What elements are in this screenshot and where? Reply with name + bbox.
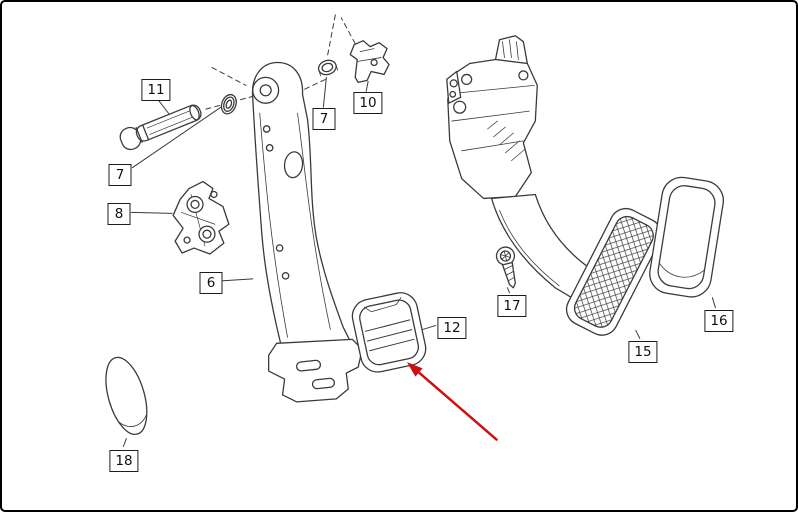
leader-line-17 [506, 287, 510, 294]
part-label-8[interactable]: 8 [107, 203, 131, 225]
assembly-axis-lines [205, 14, 356, 110]
part-10-retaining-clip [349, 40, 390, 84]
leader-lines [122, 76, 716, 447]
leader-line-8 [130, 211, 173, 214]
leader-line-7 [131, 106, 222, 169]
part-6-pedal-arm [251, 61, 363, 403]
part-label-7[interactable]: 7 [312, 108, 336, 130]
leader-line-18 [122, 438, 127, 447]
leader-line-12 [422, 324, 437, 330]
leader-line-11 [158, 100, 170, 115]
part-12-pedal-cap [351, 292, 427, 373]
part-label-6[interactable]: 6 [199, 272, 223, 294]
part-7-washer-top [317, 59, 339, 77]
part-label-15[interactable]: 15 [628, 341, 658, 363]
pointer-arrow-head [406, 362, 423, 377]
part-label-18[interactable]: 18 [109, 450, 139, 472]
part-16-pedal-pad [649, 176, 724, 298]
part-label-11[interactable]: 11 [141, 79, 171, 101]
part-label-12[interactable]: 12 [437, 317, 467, 339]
pointer-arrow [406, 362, 498, 441]
leader-line-6 [222, 278, 254, 282]
leader-line-15 [635, 329, 641, 339]
part-17-screw [495, 246, 516, 289]
part-7-washer-left [220, 93, 237, 115]
part-11-pivot-pin [119, 104, 202, 151]
part-label-16[interactable]: 16 [704, 310, 734, 332]
part-label-7[interactable]: 7 [108, 164, 132, 186]
part-label-17[interactable]: 17 [497, 295, 527, 317]
leader-line-7 [322, 76, 327, 108]
part-15-accelerator-pedal [446, 35, 596, 301]
leader-line-16 [711, 297, 716, 309]
part-8-mount-bracket [172, 180, 230, 255]
part-18-cap [105, 356, 148, 436]
part-15-pedal-pad [565, 207, 662, 336]
leader-line-10 [365, 80, 369, 92]
pointer-arrow-shaft [417, 371, 498, 441]
part-label-10[interactable]: 10 [353, 92, 383, 114]
